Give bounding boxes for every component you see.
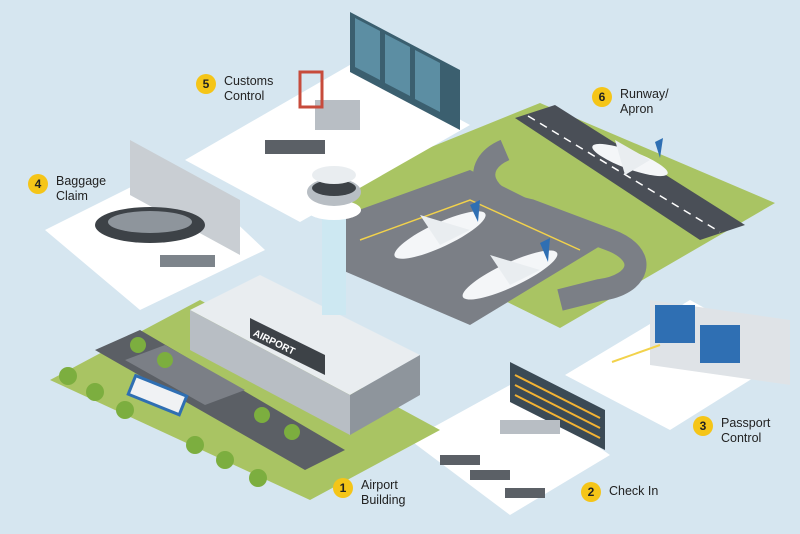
- number-badge: 2: [581, 482, 601, 502]
- label-text: Check In: [609, 482, 658, 499]
- terminal-roof: [190, 275, 420, 395]
- airplane-icon: [592, 138, 668, 177]
- label-customs-control: 5 Customs Control: [196, 74, 273, 104]
- apron: [330, 170, 610, 325]
- label-text: Runway/ Apron: [620, 87, 669, 117]
- label-text: Passport Control: [721, 416, 770, 446]
- tree-icon: [86, 383, 104, 401]
- passport-booth: [655, 305, 695, 343]
- tree-icon: [249, 469, 267, 487]
- number-badge: 5: [196, 74, 216, 94]
- passport-booth: [700, 325, 740, 363]
- label-line: Control: [224, 89, 265, 103]
- label-passport-control: 3 Passport Control: [693, 416, 770, 446]
- number-badge: 4: [28, 174, 48, 194]
- tree-icon: [157, 352, 173, 368]
- airplane-icon: [462, 238, 558, 300]
- tree-icon: [216, 451, 234, 469]
- label-line: Apron: [620, 102, 654, 116]
- label-line: Runway/: [620, 87, 669, 101]
- tree-icon: [254, 407, 270, 423]
- label-line: Claim: [56, 189, 88, 203]
- label-line: Customs: [224, 74, 274, 88]
- airport-sign-board: [250, 318, 325, 375]
- customs-floor: [185, 62, 470, 222]
- tree-icon: [59, 367, 77, 385]
- number-badge: 1: [333, 478, 353, 498]
- tree-icon: [186, 436, 204, 454]
- checkin-desk: [500, 420, 560, 434]
- label-check-in: 2 Check In: [581, 482, 658, 502]
- checkin-floor: [410, 385, 610, 515]
- number-badge: 6: [592, 87, 612, 107]
- baggage-wall: [130, 140, 240, 255]
- runway-strip: [515, 105, 745, 240]
- terminal-front: [190, 310, 350, 435]
- metal-detector: [298, 70, 324, 109]
- bus: [126, 373, 189, 417]
- label-line: Check In: [609, 484, 659, 498]
- airplane-icon: [394, 200, 486, 259]
- control-tower-shaft: [322, 205, 346, 315]
- label-text: Airport Building: [361, 478, 405, 508]
- label-line: Control: [721, 431, 762, 445]
- number-badge: 3: [693, 416, 713, 436]
- terminal-side: [350, 355, 420, 435]
- tree-icon: [116, 401, 134, 419]
- tree-icon: [130, 337, 146, 353]
- label-line: Building: [361, 493, 406, 507]
- label-line: Airport: [361, 478, 398, 492]
- tree-icon: [284, 424, 300, 440]
- label-line: Passport: [721, 416, 771, 430]
- label-runway-apron: 6 Runway/ Apron: [592, 87, 669, 117]
- label-text: Customs Control: [224, 74, 273, 104]
- label-line: Baggage: [56, 174, 107, 188]
- label-airport-building: 1 Airport Building: [333, 478, 405, 508]
- label-baggage-claim: 4 Baggage Claim: [28, 174, 106, 204]
- label-text: Baggage Claim: [56, 174, 106, 204]
